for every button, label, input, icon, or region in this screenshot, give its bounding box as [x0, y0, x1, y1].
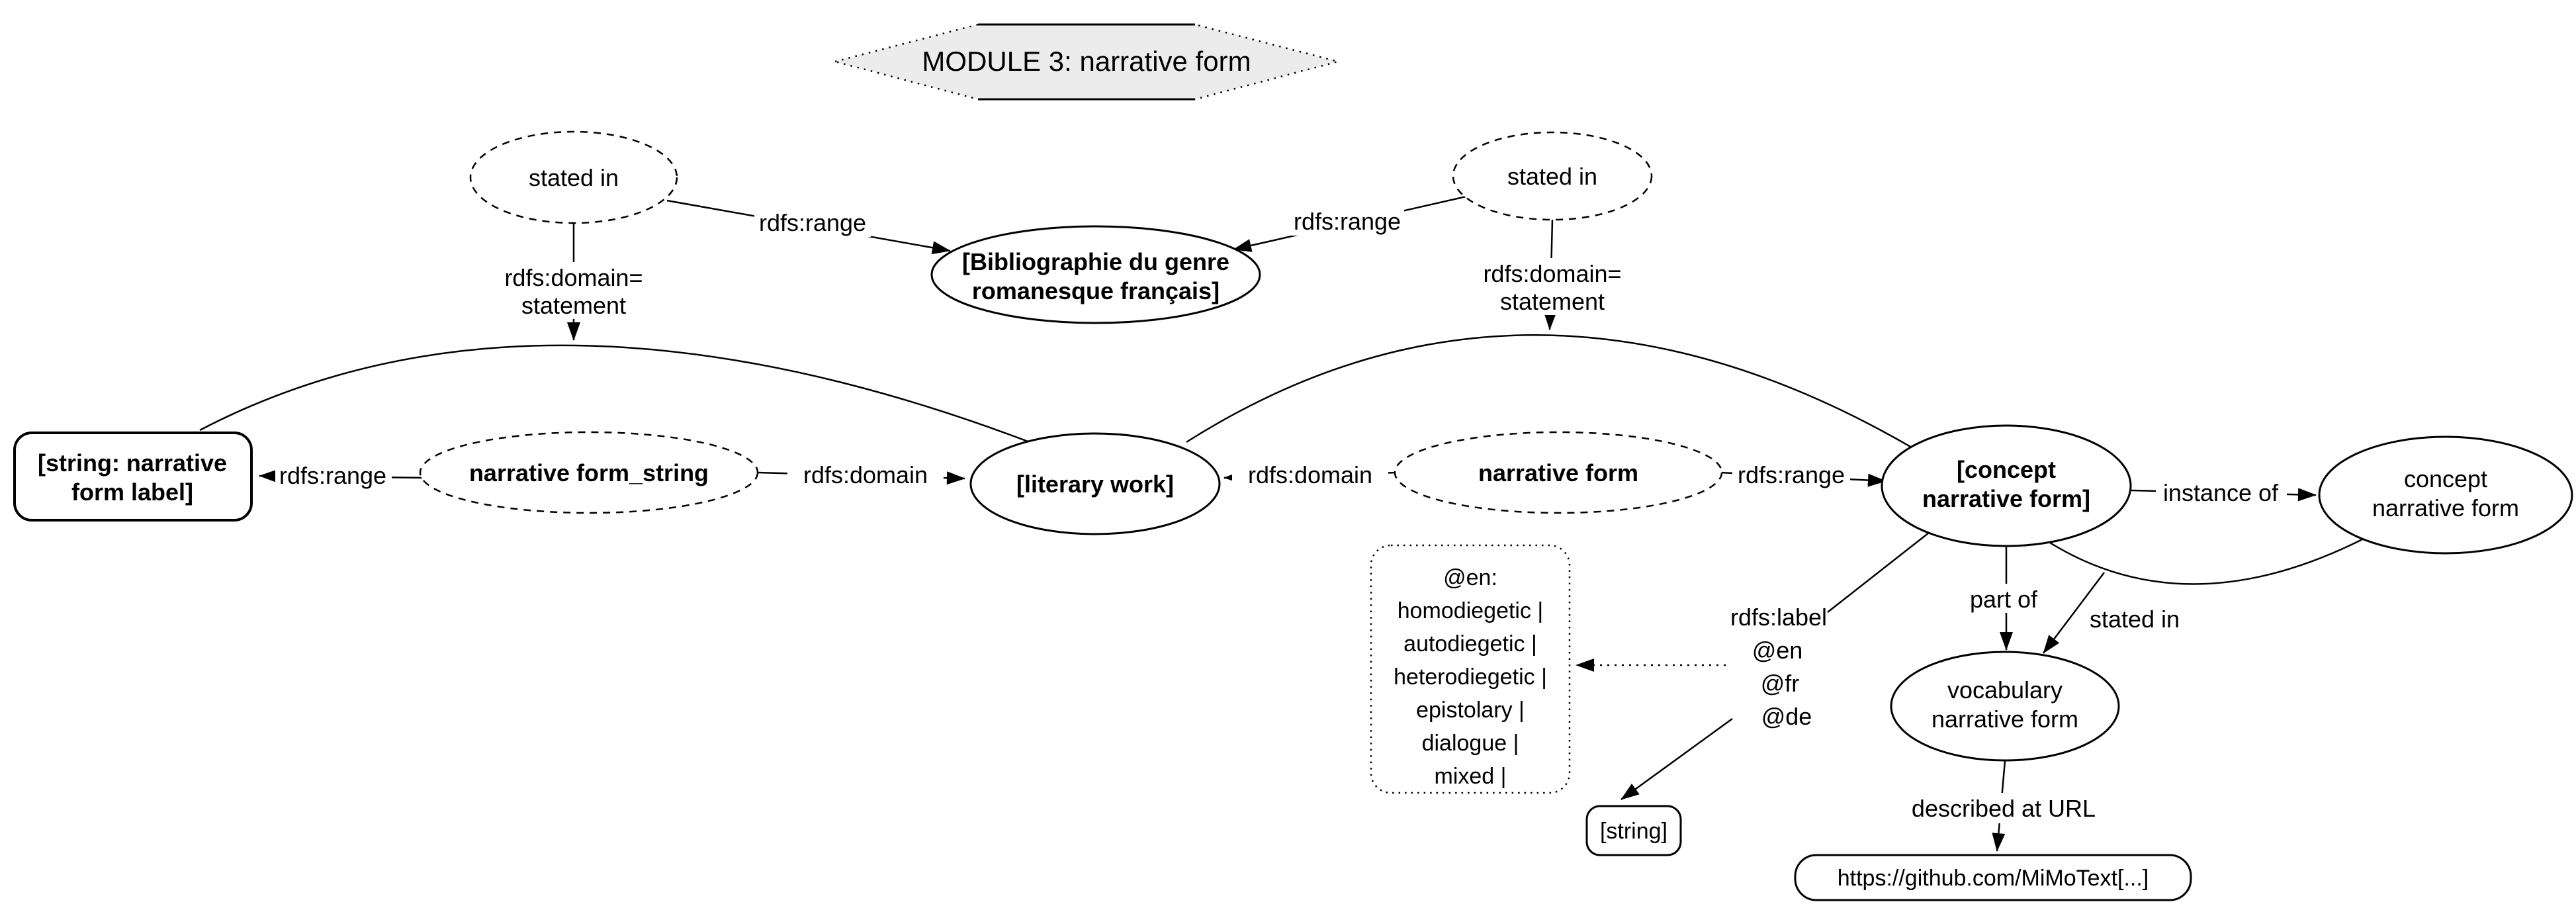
node-vocabulary-narrative-form-line1: vocabulary — [1947, 676, 2063, 704]
node-stated-in-left — [469, 130, 678, 224]
label-bg — [1732, 459, 1850, 488]
edge-stated-in-bottom — [2043, 572, 2105, 654]
edge-label-rdfs-range-top-right: rdfs:range — [1294, 208, 1401, 235]
diagram-title: MODULE 3: narrative form — [922, 46, 1251, 77]
edge-label-part-of: part of — [1970, 586, 2038, 613]
node-en-values-line3: autodiegetic | — [1403, 631, 1537, 657]
node-stated-in-left-label: stated in — [529, 164, 619, 191]
node-en-values-line2: homodiegetic | — [1398, 598, 1544, 623]
node-en-values-line4: heterodiegetic | — [1394, 664, 1547, 690]
node-string-narrative-form-label — [13, 432, 253, 522]
node-en-values-line7: mixed | — [1435, 764, 1507, 789]
node-en-values-line5: epistolary | — [1416, 698, 1525, 723]
edge-label-domain-statement-left-2: statement — [521, 292, 626, 319]
curve-class-to-vocab — [2044, 538, 2363, 585]
node-narrative-form — [1394, 431, 1723, 514]
node-bibliographie-line2: romanesque français] — [972, 277, 1220, 304]
node-vocabulary-narrative-form — [1890, 651, 2120, 762]
edge-label-lang-de: @de — [1761, 703, 1812, 730]
arc-literarywork-concept — [1186, 334, 1930, 459]
node-bibliographie-line1: [Bibliographie du genre — [962, 248, 1229, 275]
edge-label-domain-statement-right-2: statement — [1500, 288, 1605, 315]
edge-label-instance-of: instance of — [2163, 479, 2279, 506]
node-concept-narrative-form-instance-line2: narrative form] — [1922, 485, 2090, 512]
node-stated-in-right-label: stated in — [1507, 163, 1597, 190]
edge-label-lang-fr: @fr — [1761, 670, 1800, 697]
edge-label-lang-en: @en — [1752, 637, 1803, 664]
node-bibliographie — [930, 225, 1261, 324]
label-bg — [787, 459, 944, 488]
label-bg — [498, 262, 650, 319]
edge-label-rdfs-range-mid-left: rdfs:range — [279, 462, 386, 489]
edge-labels: rdfs:range rdfs:range rdfs:domain= state… — [275, 208, 2287, 823]
edge-label-rdfs-label: rdfs:label — [1730, 604, 1827, 631]
label-bg — [1477, 258, 1629, 315]
title-hexagon — [832, 23, 1341, 101]
label-bg — [1894, 793, 2115, 823]
edge-label-rdfs-domain-mid-left: rdfs:domain — [803, 461, 928, 488]
label-bg — [275, 461, 392, 490]
label-bg — [1953, 584, 2054, 613]
label-bg — [1290, 208, 1404, 236]
edge-label-stated-in-bottom: stated in — [2090, 606, 2180, 633]
node-string-box — [1585, 805, 1682, 856]
edge-rdfs-label — [1827, 532, 1930, 613]
edge-label-rdfs-range-top-left: rdfs:range — [759, 209, 866, 236]
node-narrative-form-string — [419, 431, 759, 514]
node-narrative-form-string-label: narrative form_string — [469, 459, 709, 486]
node-narrative-form-label: narrative form — [1478, 459, 1638, 486]
label-bg — [1232, 459, 1388, 488]
node-string-box-label: [string] — [1600, 819, 1667, 844]
nodes: MODULE 3: narrative form stated in state… — [13, 23, 2573, 901]
node-string-narrative-form-label-line2: form label] — [71, 478, 193, 506]
arc-stringlabel-literarywork — [199, 344, 1030, 443]
edge-label-rdfs-domain-mid-right: rdfs:domain — [1248, 461, 1372, 488]
node-concept-narrative-form-class-line1: concept — [2404, 465, 2487, 492]
node-en-values-box — [1370, 544, 1571, 794]
node-string-narrative-form-label-line1: [string: narrative — [38, 449, 227, 477]
label-bg — [2156, 478, 2287, 507]
node-literary-work-label: [literary work] — [1016, 471, 1174, 498]
node-en-values-line1: @en: — [1443, 565, 1497, 590]
node-en-values-line6: dialogue | — [1422, 731, 1519, 756]
node-concept-narrative-form-instance-line1: [concept — [1957, 456, 2056, 483]
edge-label-to-string — [1621, 717, 1733, 801]
edge-label-domain-statement-left-1: rdfs:domain= — [504, 264, 643, 291]
label-bg — [754, 209, 871, 237]
node-github-url-label: https://github.com/MiMoText[...] — [1838, 866, 2149, 891]
edge-label-described-at-url: described at URL — [1912, 795, 2096, 822]
node-github-url-box — [1794, 854, 2192, 901]
node-vocabulary-narrative-form-line2: narrative form — [1932, 705, 2078, 733]
node-concept-narrative-form-instance — [1881, 424, 2132, 547]
node-stated-in-right — [1452, 131, 1653, 221]
edge-label-domain-statement-right-1: rdfs:domain= — [1483, 260, 1621, 287]
node-concept-narrative-form-class — [2318, 435, 2573, 555]
edge-label-rdfs-range-mid-right: rdfs:range — [1738, 461, 1845, 488]
node-concept-narrative-form-class-line2: narrative form — [2372, 494, 2519, 522]
node-literary-work — [969, 432, 1221, 535]
